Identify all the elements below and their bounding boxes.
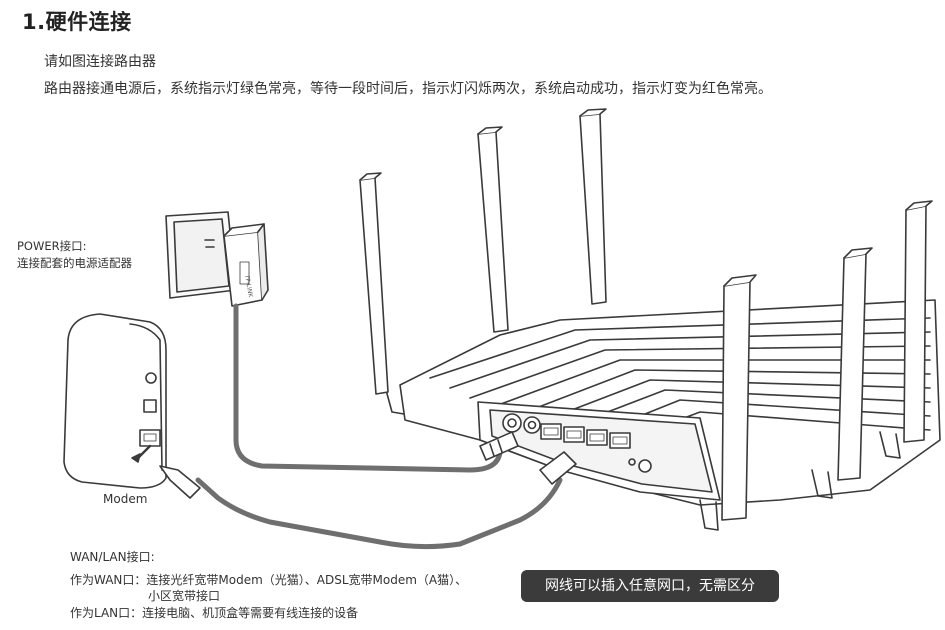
wan-port-description: 作为WAN口：连接光纤宽带Modem（光猫）、ADSL宽带Modem（A猫）、: [70, 573, 468, 587]
wanlan-heading: WAN/LAN接口:: [70, 550, 155, 564]
antenna-icon: [359, 108, 933, 521]
dc-plug-icon: [479, 431, 519, 461]
instruction-description: 路由器接通电源后，系统指示灯绿色常亮，等待一段时间后，指示灯闪烁两次，系统启动成…: [44, 81, 772, 97]
wan-port-description-cont: 小区宽带接口: [148, 589, 221, 603]
adapter-brand-label: TP-LINK: [243, 273, 254, 299]
modem-label: Modem: [103, 492, 148, 506]
note-badge: 网线可以插入任意网口，无需区分: [521, 570, 779, 602]
power-adapter-icon: [204, 223, 269, 307]
router-icon: [385, 299, 941, 531]
instruction-subtitle: 请如图连接路由器: [44, 54, 156, 70]
section-title: 1.硬件连接: [22, 10, 132, 34]
ethernet-cable: [195, 477, 563, 550]
power-cable: [233, 303, 503, 473]
ethernet-plug-icon: [159, 451, 577, 499]
modem-icon: [63, 313, 167, 489]
lan-port-description: 作为LAN口：连接电脑、机顶盒等需要有线连接的设备: [70, 606, 359, 620]
power-port-label: POWER接口:: [17, 239, 87, 253]
power-port-callout: POWER接口: 连接配套的电源适配器: [17, 238, 132, 272]
power-port-detail: 连接配套的电源适配器: [17, 256, 132, 270]
